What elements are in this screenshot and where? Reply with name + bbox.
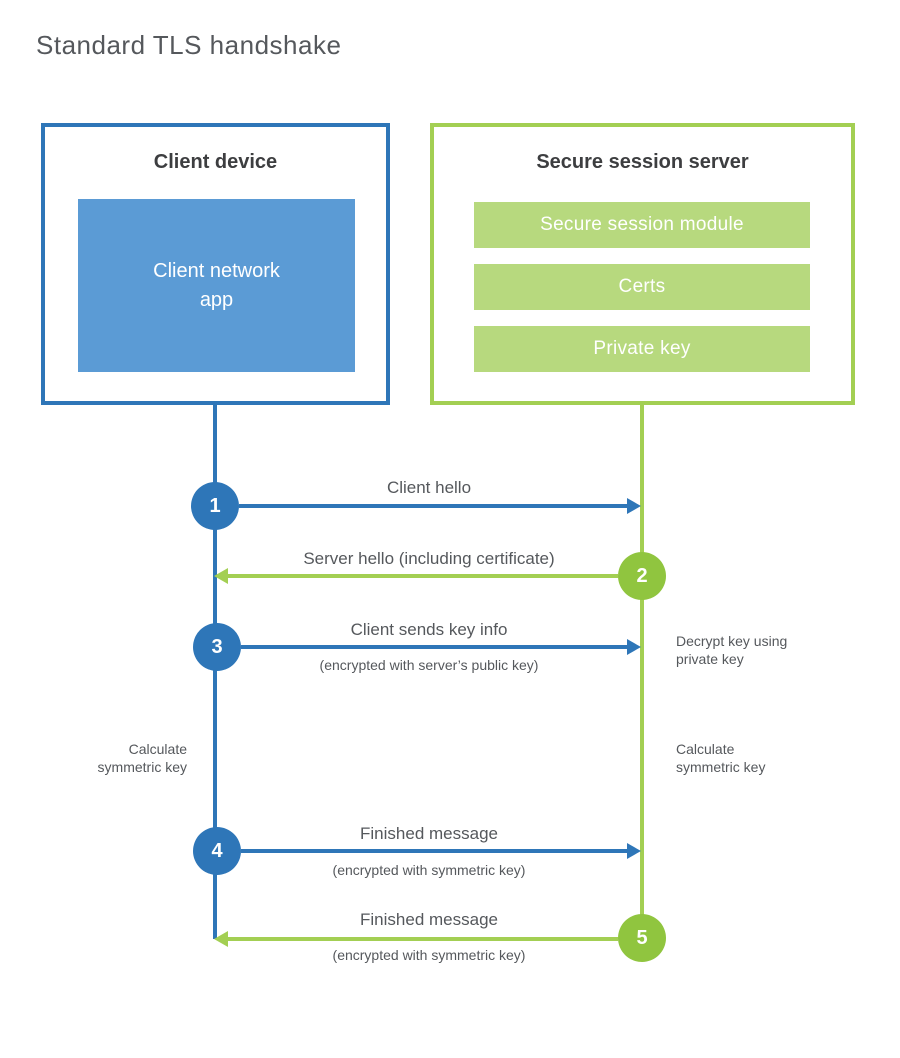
client-network-app-box: Client network app <box>78 199 355 372</box>
step-number: 1 <box>209 494 221 517</box>
message-sublabel-finished-server: (encrypted with symmetric key) <box>332 947 526 963</box>
arrowhead-right-icon <box>627 639 641 655</box>
step-circle-2: 2 <box>618 552 666 600</box>
message-label-finished-server: Finished message <box>360 910 498 929</box>
arrow-finished-server <box>228 937 618 941</box>
step-number: 2 <box>636 564 648 587</box>
step-circle-5: 5 <box>618 914 666 962</box>
note-calc-symmetric-right: Calculate symmetric key <box>676 741 766 776</box>
message-label-server-hello: Server hello (including certificate) <box>303 549 555 568</box>
message-label-client-hello: Client hello <box>386 478 472 497</box>
arrow-client-key-info <box>241 645 628 649</box>
arrowhead-left-icon <box>214 931 228 947</box>
server-module-secure-session: Secure session module <box>474 202 810 248</box>
page-title: Standard TLS handshake <box>36 30 342 60</box>
step-circle-4: 4 <box>193 827 241 875</box>
message-sublabel-key-info: (encrypted with server’s public key) <box>319 657 539 673</box>
server-module-private-key: Private key <box>474 326 810 372</box>
message-label-key-info: Client sends key info <box>350 620 508 639</box>
client-device-title: Client device <box>153 151 278 173</box>
step-number: 4 <box>211 839 223 862</box>
arrow-server-hello <box>228 574 618 578</box>
step-circle-1: 1 <box>191 482 239 530</box>
step-number: 5 <box>636 926 648 949</box>
server-module-certs: Certs <box>474 264 810 310</box>
client-lifeline <box>213 405 217 939</box>
message-label-finished-client: Finished message <box>360 824 498 843</box>
arrow-client-hello <box>239 504 628 508</box>
secure-session-server-title: Secure session server <box>536 151 749 173</box>
arrowhead-left-icon <box>214 568 228 584</box>
note-calc-symmetric-left: Calculate symmetric key <box>97 741 187 776</box>
message-sublabel-finished-client: (encrypted with symmetric key) <box>332 862 526 878</box>
arrow-finished-client <box>241 849 628 853</box>
step-number: 3 <box>211 635 223 658</box>
arrowhead-right-icon <box>627 498 641 514</box>
step-circle-3: 3 <box>193 623 241 671</box>
arrowhead-right-icon <box>627 843 641 859</box>
server-lifeline <box>640 405 644 938</box>
note-decrypt-key: Decrypt key using private key <box>676 633 788 668</box>
